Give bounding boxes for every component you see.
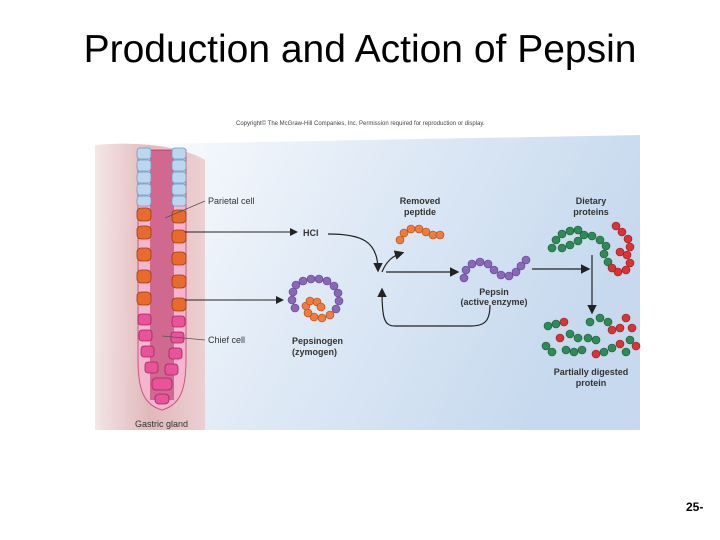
dietary-proteins-label-2: proteins (573, 207, 609, 217)
gastric-gland (136, 147, 187, 411)
chief-cell-label: Chief cell (208, 335, 245, 345)
peptide-release-arrow (381, 250, 405, 273)
pepsinogen-molecule (287, 274, 344, 323)
parietal-leader (164, 200, 206, 219)
dietary-proteins-molecules (547, 221, 635, 277)
hcl-activation-arrow (327, 233, 383, 273)
chief-cells (137, 313, 186, 405)
gastric-gland-label: Gastric gland (135, 419, 188, 429)
partially-digested-protein-molecules (541, 313, 641, 359)
pepsinogen-label-2: (zymogen) (292, 347, 337, 357)
removed-peptide-label-1: Removed (400, 196, 441, 206)
pepsin-label-1: Pepsin (479, 287, 509, 297)
parietal-cells (136, 207, 187, 312)
copyright-notice: Copyright© The McGraw-Hill Companies, In… (236, 121, 485, 127)
removed-peptide-label-2: peptide (404, 207, 436, 217)
partially-digested-label-2: protein (576, 378, 607, 388)
dietary-proteins-label-1: Dietary (576, 196, 607, 206)
page-number: 25- (686, 500, 704, 514)
partially-digested-label-1: Partially digested (554, 367, 629, 377)
pepsin-molecule (459, 255, 531, 283)
chief-leader (161, 335, 206, 341)
hcl-label: HCl (303, 228, 319, 238)
autocatalysis-arrow (377, 287, 491, 327)
background-panel (100, 135, 640, 430)
removed-peptide-molecule (395, 224, 445, 245)
parietal-cell-label: Parietal cell (208, 196, 255, 206)
pepsin-label-2: (active enzyme) (460, 297, 527, 307)
surface-cells (136, 147, 187, 207)
pepsinogen-label-1: Pepsinogen (292, 336, 343, 346)
slide-title: Production and Action of Pepsin (83, 28, 637, 71)
